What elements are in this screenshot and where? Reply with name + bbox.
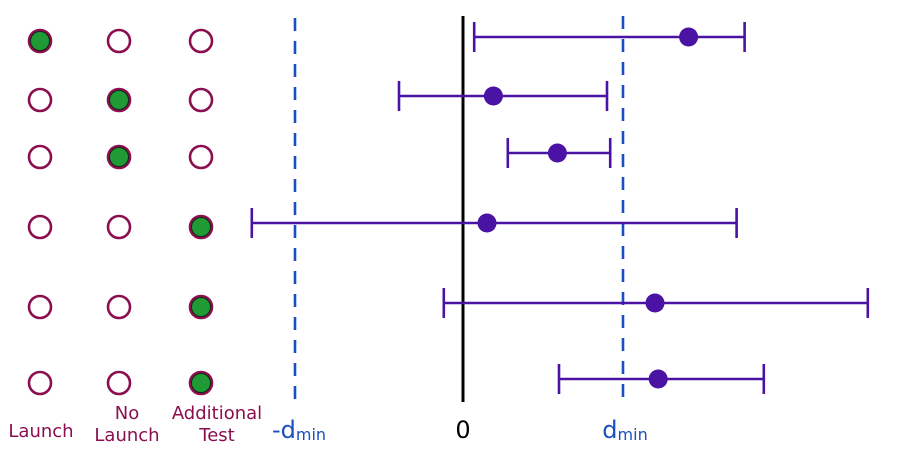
confidence-intervals (250, 22, 870, 394)
option-ring (27, 370, 53, 396)
column-label-no-launch: No (115, 403, 139, 424)
column-label-additional-test: Additional (172, 403, 262, 424)
option-ring (106, 28, 132, 54)
option-no-launch-row-2 (106, 87, 132, 113)
interval-row-5 (442, 288, 870, 318)
option-launch-row-2 (27, 87, 53, 113)
point-estimate (679, 27, 699, 47)
point-estimate (477, 213, 497, 233)
selected-dot (109, 147, 129, 167)
selected-dot (191, 373, 211, 393)
option-additional-test-row-2 (188, 87, 214, 113)
decision-options-grid (27, 28, 214, 396)
selected-dot (191, 297, 211, 317)
dmin-label: dmin (602, 416, 647, 444)
point-estimate (645, 293, 665, 313)
option-additional-test-row-4 (188, 214, 214, 240)
option-ring (27, 214, 53, 240)
option-launch-row-3 (27, 144, 53, 170)
interval-row-1 (472, 22, 746, 52)
option-additional-test-row-1 (188, 28, 214, 54)
point-estimate (483, 86, 503, 106)
option-no-launch-row-4 (106, 214, 132, 240)
option-no-launch-row-1 (106, 28, 132, 54)
interval-row-4 (250, 208, 738, 238)
option-additional-test-row-3 (188, 144, 214, 170)
option-ring (188, 87, 214, 113)
interval-row-6 (557, 364, 766, 394)
option-ring (106, 294, 132, 320)
interval-row-3 (506, 138, 612, 168)
selected-dot (109, 90, 129, 110)
point-estimate (648, 369, 668, 389)
column-label-no-launch: Launch (94, 425, 159, 446)
column-label-launch: Launch (8, 421, 73, 442)
zero-label: 0 (455, 416, 470, 444)
option-ring (188, 144, 214, 170)
reference-lines (293, 16, 625, 402)
option-ring (188, 28, 214, 54)
option-additional-test-row-5 (188, 294, 214, 320)
option-launch-row-1 (27, 28, 53, 54)
option-no-launch-row-3 (106, 144, 132, 170)
option-ring (27, 144, 53, 170)
interval-row-2 (397, 81, 609, 111)
option-ring (27, 87, 53, 113)
neg-dmin-label: -dmin (272, 416, 326, 444)
point-estimate (547, 143, 567, 163)
option-ring (106, 370, 132, 396)
option-ring (106, 214, 132, 240)
option-launch-row-5 (27, 294, 53, 320)
option-ring (27, 294, 53, 320)
column-label-additional-test: Test (198, 425, 234, 446)
option-no-launch-row-6 (106, 370, 132, 396)
option-no-launch-row-5 (106, 294, 132, 320)
selected-dot (30, 31, 50, 51)
option-launch-row-4 (27, 214, 53, 240)
selected-dot (191, 217, 211, 237)
option-additional-test-row-6 (188, 370, 214, 396)
option-launch-row-6 (27, 370, 53, 396)
